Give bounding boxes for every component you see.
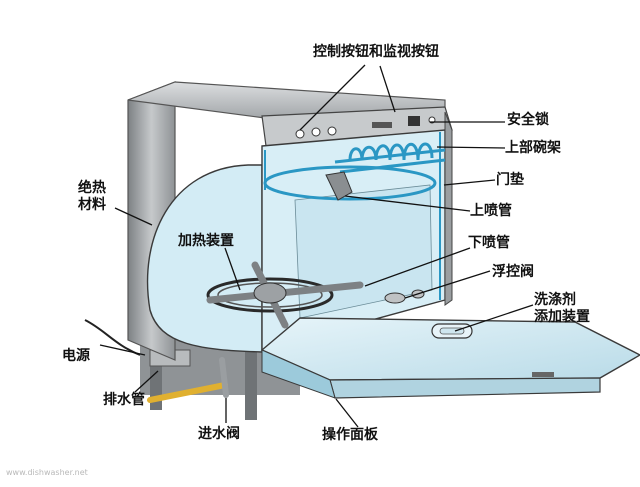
label-drain-pipe: 排水管	[103, 392, 145, 408]
label-power: 电源	[62, 348, 90, 364]
label-heater: 加热装置	[178, 233, 234, 249]
label-door-seal: 门垫	[496, 172, 524, 188]
label-upper-rack: 上部碗架	[505, 140, 561, 156]
drain-pipe	[147, 382, 228, 403]
label-lower-spray-arm: 下喷管	[468, 235, 510, 251]
upper-spray-hub	[325, 171, 353, 201]
cabinet-top	[127, 81, 446, 119]
label-control-panel: 操作面板	[322, 427, 378, 443]
upper-rack	[334, 142, 446, 174]
leader-lines	[99, 64, 534, 428]
label-upper-spray-arm: 上喷管	[470, 203, 512, 219]
lower-spray-arm	[206, 261, 364, 329]
label-control-buttons: 控制按钮和监视按钮	[313, 44, 439, 60]
label-float-valve: 浮控阀	[492, 264, 534, 280]
watermark: www.dishwasher.net	[6, 468, 88, 477]
label-safety-lock: 安全锁	[507, 112, 549, 128]
detergent-dispenser	[431, 323, 473, 339]
insulation-panel	[146, 164, 263, 353]
open-door	[260, 317, 640, 399]
label-detergent-dispenser: 洗涤剂 添加装置	[534, 292, 590, 325]
label-insulation: 绝热 材料	[78, 180, 106, 213]
label-inlet-valve: 进水阀	[198, 426, 240, 442]
